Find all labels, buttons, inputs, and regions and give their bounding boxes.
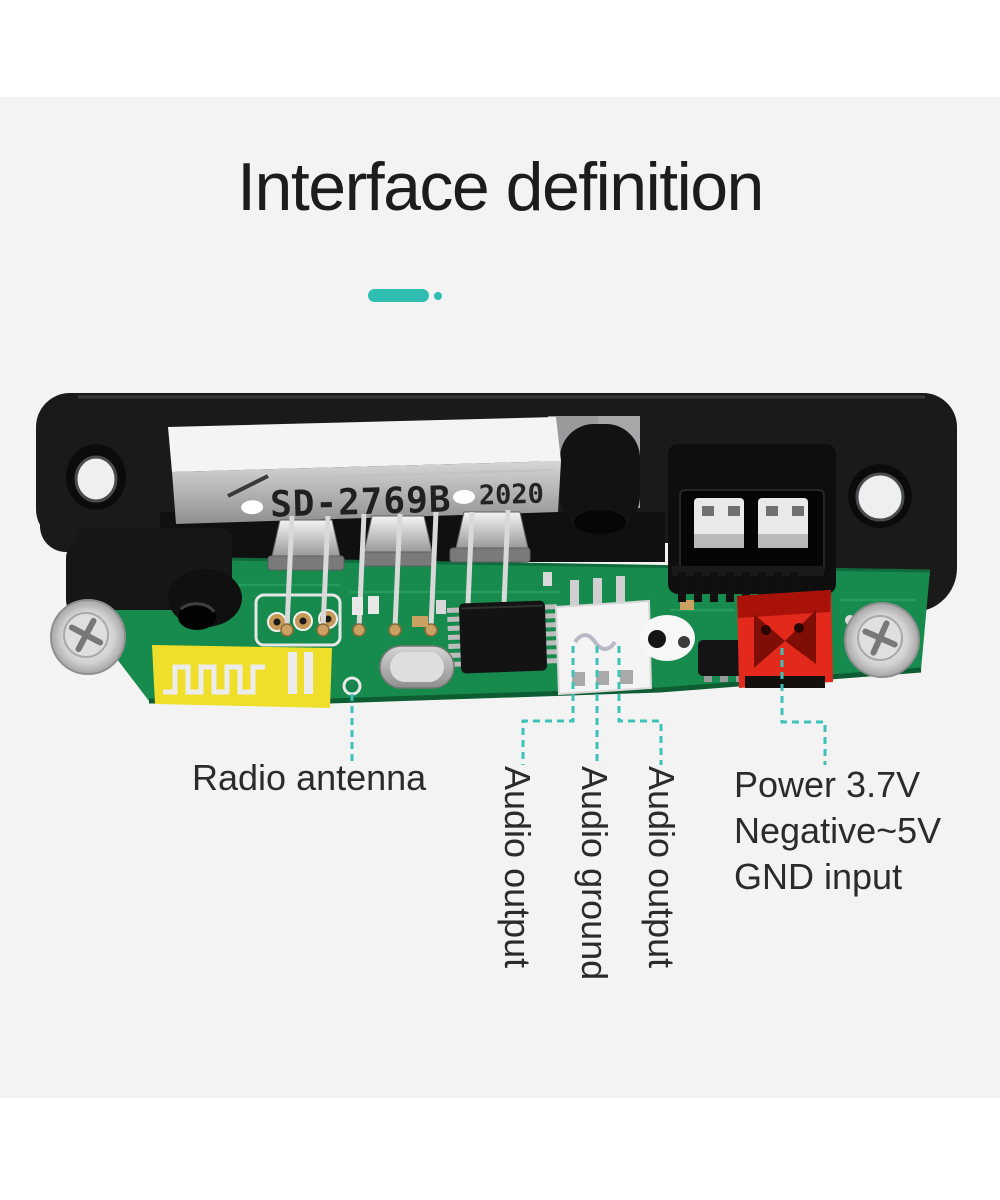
power-connector bbox=[737, 590, 833, 688]
usb-port bbox=[668, 444, 836, 602]
callout-line-audio-output-right bbox=[617, 646, 663, 765]
audio-jack bbox=[76, 528, 242, 630]
label-audio-output-left: Audio output bbox=[497, 766, 538, 969]
ic-chip bbox=[446, 600, 559, 674]
label-power: Power 3.7V Negative~5V GND input bbox=[734, 762, 941, 900]
callout-line-power bbox=[780, 648, 827, 765]
label-power-line2: Negative~5V bbox=[734, 810, 942, 851]
label-audio-output-right: Audio output bbox=[641, 766, 682, 969]
label-power-line3: GND input bbox=[734, 856, 903, 897]
label-power-line1: Power 3.7V bbox=[734, 764, 921, 805]
screw-left bbox=[50, 599, 126, 675]
microphone bbox=[548, 416, 640, 534]
title-underline bbox=[368, 289, 429, 302]
audio-connector bbox=[554, 576, 653, 696]
display-year: 2020 bbox=[478, 479, 544, 512]
display-module: SD-2769B 2020 bbox=[168, 417, 561, 526]
callout-line-audio-output-left bbox=[521, 646, 575, 765]
title-underline-dot bbox=[434, 292, 442, 300]
antenna-feed-pad bbox=[342, 676, 362, 696]
page-title: Interface definition bbox=[237, 149, 764, 225]
smd-parts bbox=[342, 572, 694, 696]
antenna-area bbox=[152, 645, 332, 708]
label-audio-ground: Audio ground bbox=[574, 766, 615, 981]
label-radio-antenna: Radio antenna bbox=[192, 757, 427, 798]
crystal-oscillator bbox=[379, 645, 455, 689]
washer bbox=[639, 615, 695, 661]
screw-right bbox=[844, 602, 920, 678]
